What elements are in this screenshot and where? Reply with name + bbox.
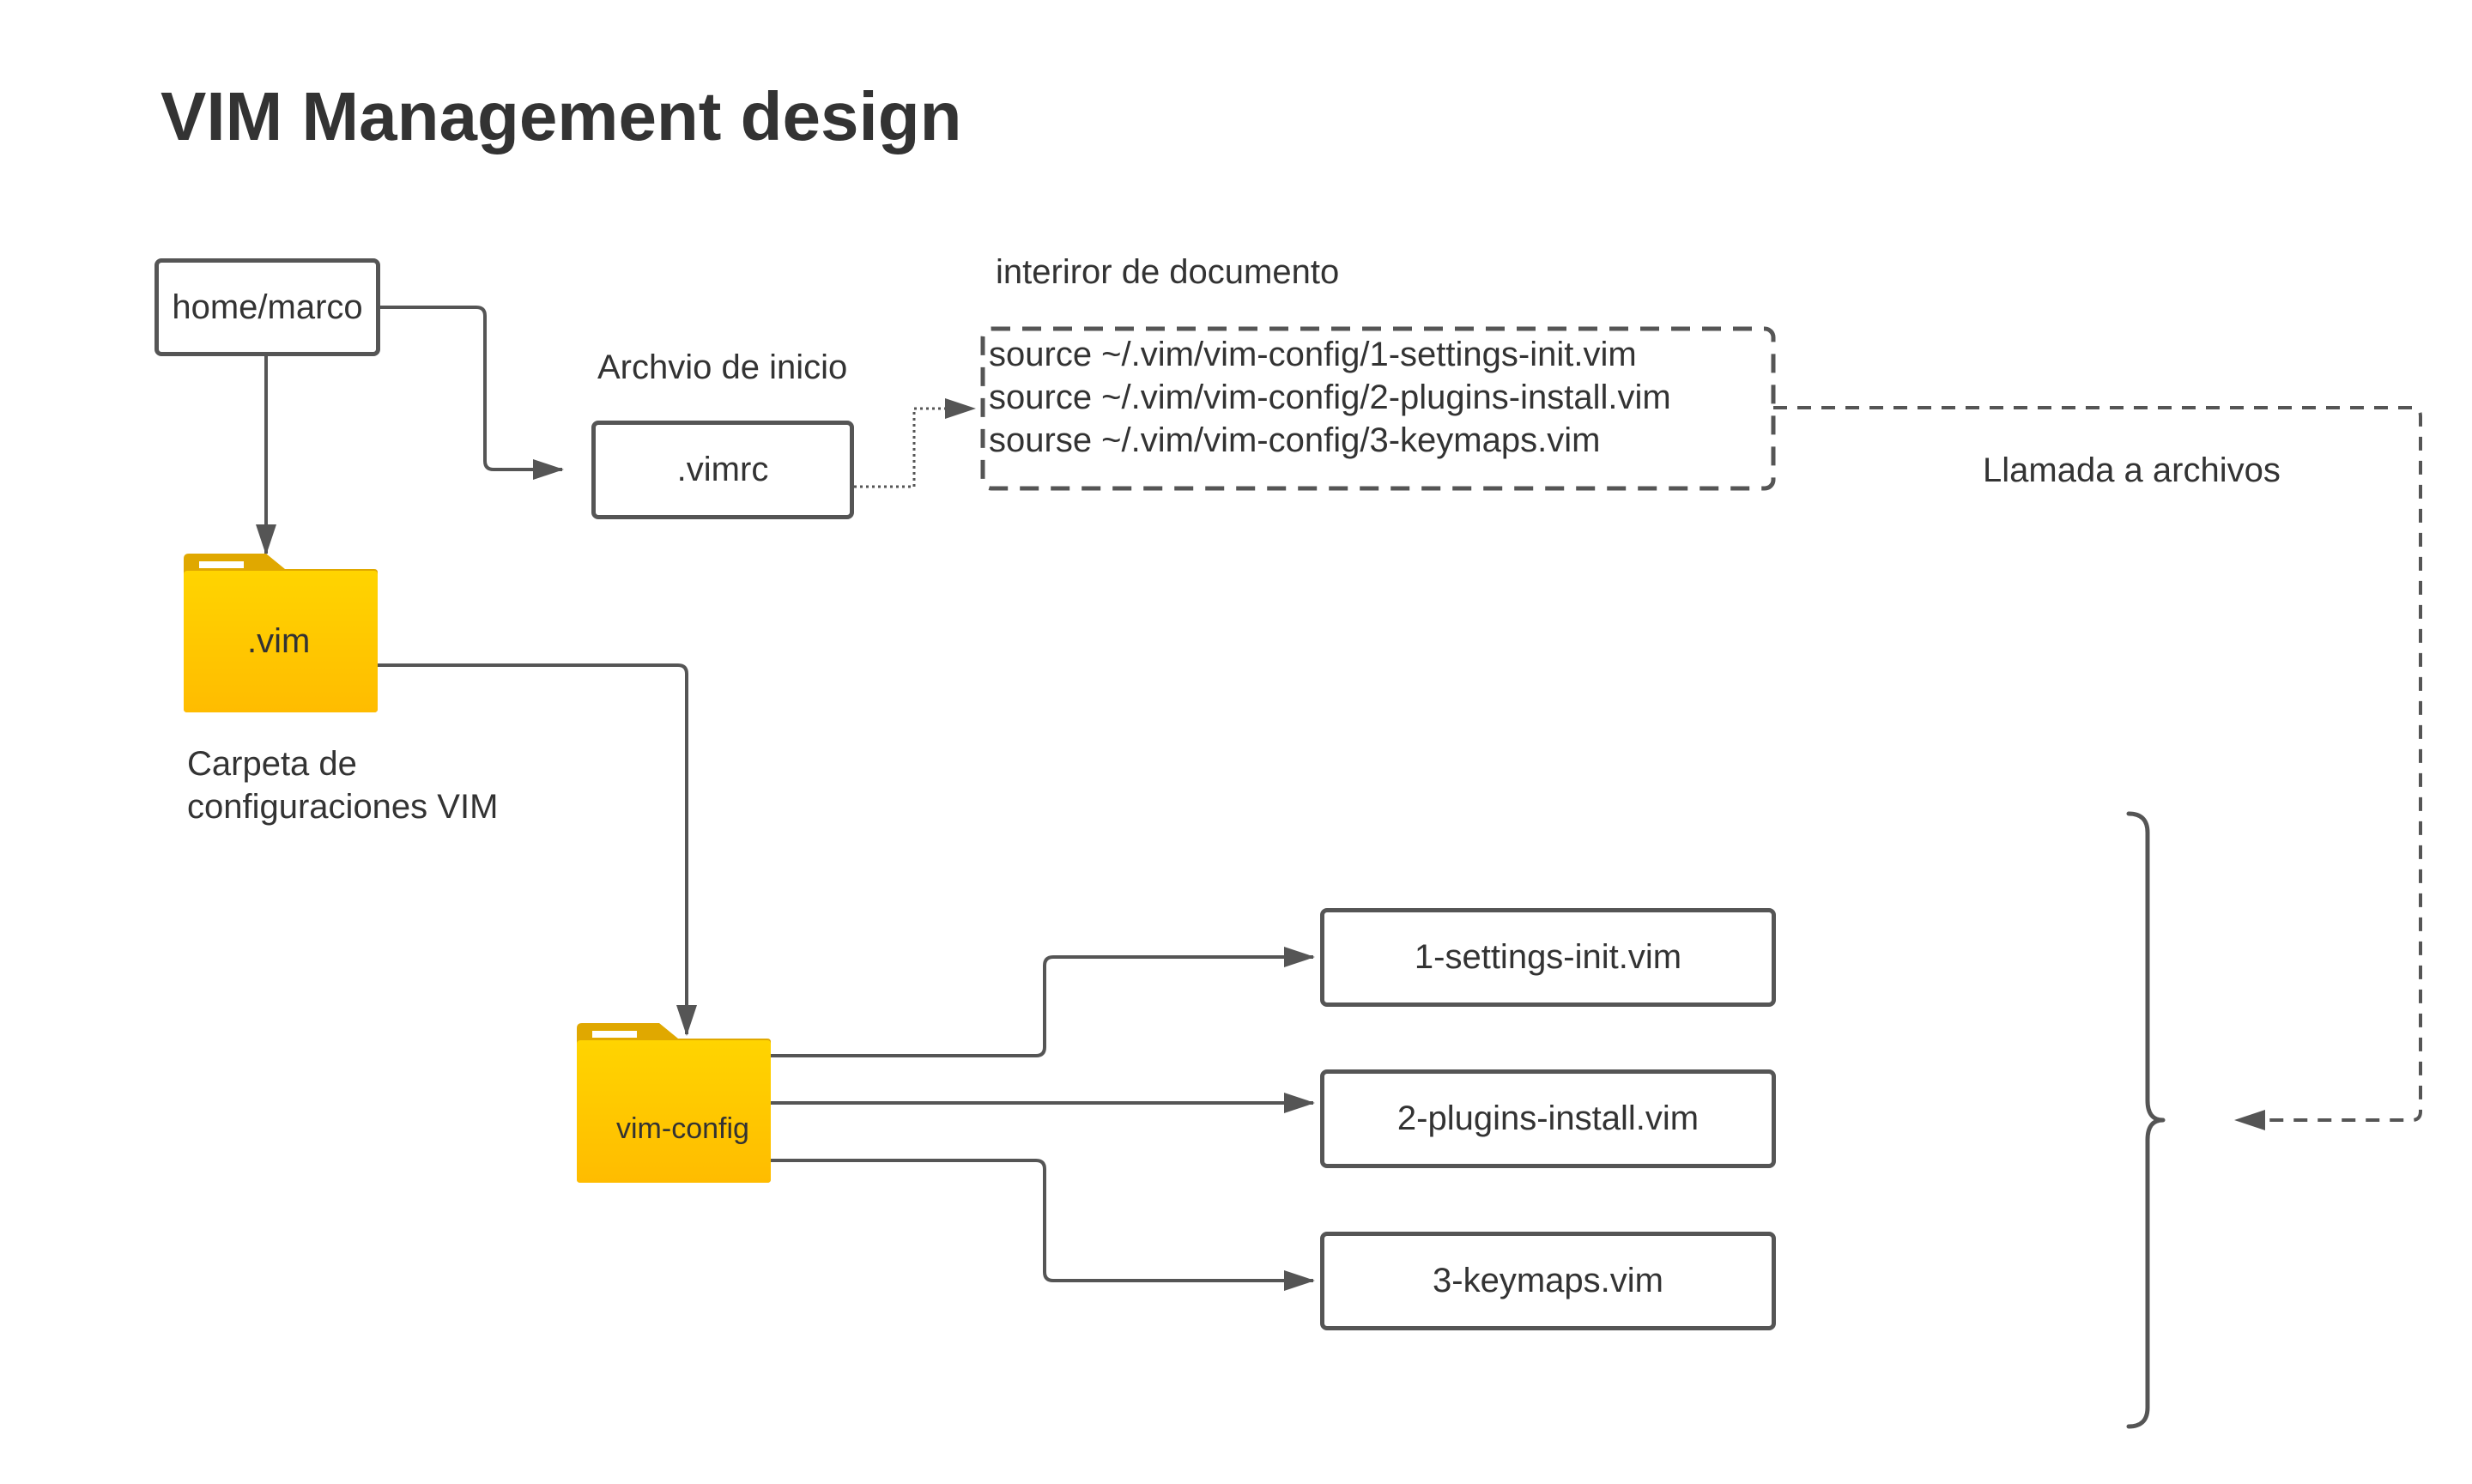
vim-config-folder-icon: [577, 1023, 771, 1183]
archivo-inicio-label: Archvio de inicio: [597, 348, 848, 386]
vimrc-node[interactable]: .vimrc: [591, 421, 854, 519]
file-keymaps-node[interactable]: 3-keymaps.vim: [1320, 1232, 1776, 1330]
file-plugins-install-node[interactable]: 2-plugins-install.vim: [1320, 1069, 1776, 1168]
document-content: source ~/.vim/vim-config/1-settings-init…: [978, 329, 1773, 488]
document-line-2: source ~/.vim/vim-config/2-plugins-insta…: [989, 379, 1671, 416]
vim-folder-label: .vim: [247, 622, 311, 660]
file-plugins-install-label: 2-plugins-install.vim: [1397, 1099, 1700, 1137]
file-keymaps-label: 3-keymaps.vim: [1433, 1262, 1663, 1299]
connector-vimconfig-to-file3: [771, 1159, 1315, 1291]
curly-brace: [2126, 811, 2166, 1429]
document-line-3: sourse ~/.vim/vim-config/3-keymaps.vim: [989, 421, 1601, 459]
llamada-archivos-label: Llamada a archivos: [1983, 451, 2281, 489]
connector-vim-to-vimconfig: [378, 663, 697, 1036]
vim-folder-icon: [184, 554, 378, 712]
carpeta-configuraciones-label: Carpeta de configuraciones VIM: [187, 742, 498, 828]
file-settings-init-label: 1-settings-init.vim: [1414, 938, 1682, 976]
vimrc-label: .vimrc: [676, 451, 769, 488]
document-line-1: source ~/.vim/vim-config/1-settings-init…: [989, 336, 1637, 373]
connector-home-to-vimrc: [380, 306, 564, 480]
home-marco-label: home/marco: [172, 288, 363, 326]
page-title: VIM Management design: [161, 78, 962, 154]
connector-document-to-brace: [1773, 406, 2422, 1130]
home-marco-node[interactable]: home/marco: [154, 258, 380, 356]
connector-vimconfig-to-file1: [771, 947, 1315, 1057]
carpeta-line-2: configuraciones VIM: [187, 788, 499, 826]
document-box-outline: [980, 326, 1776, 491]
vim-config-folder-label: vim-config: [616, 1112, 749, 1145]
file-settings-init-node[interactable]: 1-settings-init.vim: [1320, 908, 1776, 1007]
interior-documento-label: interiror de documento: [996, 253, 1340, 291]
carpeta-line-1: Carpeta de: [187, 745, 357, 783]
connector-vimrc-to-document: [854, 398, 976, 488]
